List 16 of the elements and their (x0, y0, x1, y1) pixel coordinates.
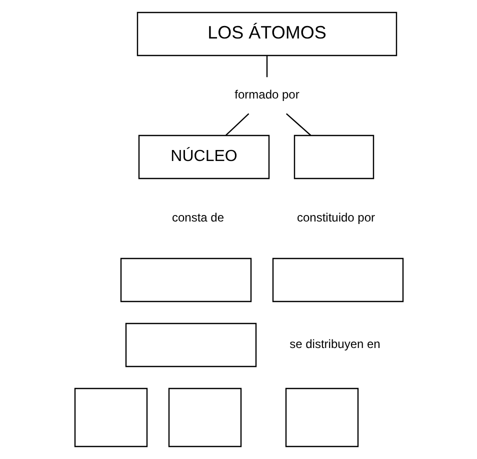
label: se distribuyen en (289, 337, 380, 352)
connector (285, 113, 311, 136)
node-box (272, 258, 404, 302)
label: constituido por (296, 210, 375, 225)
connector (266, 56, 268, 78)
node-box (168, 388, 242, 448)
label: consta de (171, 210, 224, 225)
node-box: NÚCLEO (138, 134, 270, 180)
connector (225, 113, 249, 136)
node-box (120, 258, 252, 302)
node-box (284, 388, 358, 448)
node-box (293, 134, 374, 180)
node-box: LOS ÁTOMOS (136, 12, 397, 56)
node-box (124, 322, 256, 368)
node-text: formado por (234, 88, 299, 102)
node-box (74, 388, 148, 448)
